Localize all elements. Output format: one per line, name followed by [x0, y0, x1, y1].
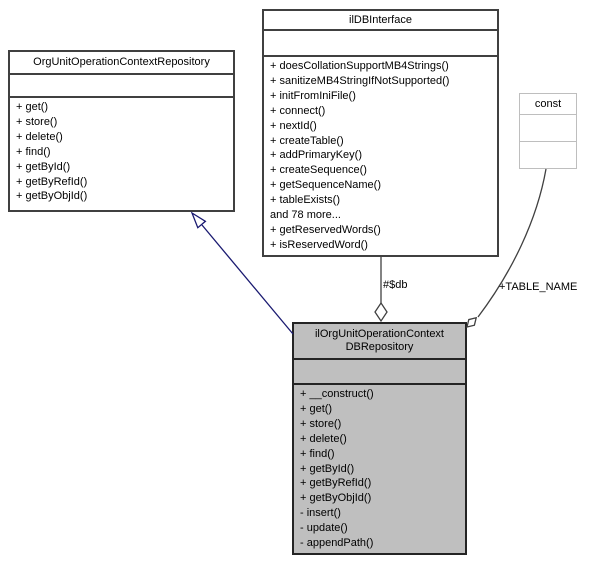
method-item: + getByObjId()	[300, 492, 372, 505]
method-item: + find()	[300, 447, 335, 460]
method-item: + getReservedWords()	[270, 223, 381, 236]
class-title: ilOrgUnitOperationContext DBRepository	[294, 324, 465, 360]
methods-compartment	[520, 142, 576, 168]
attributes-compartment	[10, 75, 233, 98]
method-item: + nextId()	[270, 119, 317, 132]
method-item: + delete()	[300, 432, 347, 445]
method-item: - update()	[300, 522, 348, 535]
method-item: + connect()	[270, 104, 326, 117]
class-title: const	[520, 94, 576, 115]
methods-compartment: + get() + store() + delete() + find() + getB…	[10, 98, 233, 204]
method-item: + __construct()	[300, 388, 374, 400]
method-item: + tableExists()	[270, 194, 340, 207]
method-item: + getById()	[300, 462, 355, 475]
edge-label-db: #$db	[383, 279, 408, 291]
method-item: + createSequence()	[270, 164, 367, 177]
class-box-ilorgunitoperationcontextdbrepository: ilOrgUnitOperationContext DBRepository +…	[292, 322, 467, 555]
method-item: + getById()	[16, 160, 71, 173]
class-box-ildbinterface[interactable]: ilDBInterface + doesCollationSupportMB4S…	[262, 9, 499, 257]
method-item: + getByRefId()	[300, 477, 372, 490]
method-item: - insert()	[300, 507, 341, 520]
attributes-compartment	[294, 360, 465, 385]
method-item: + delete()	[16, 130, 63, 143]
method-item: + sanitizeMB4StringIfNotSupported()	[270, 74, 450, 87]
class-title: ilDBInterface	[264, 11, 497, 31]
class-box-orgunitoperationcontextrepository[interactable]: OrgUnitOperationContextRepository + get(…	[8, 50, 235, 212]
edge-label-table-name: +TABLE_NAME	[499, 281, 578, 293]
method-item: + get()	[300, 402, 333, 415]
method-item: and 78 more...	[270, 209, 341, 222]
methods-compartment: + __construct() + get() + store() + delete(…	[294, 385, 465, 551]
class-box-const: const	[519, 93, 577, 169]
method-item: + getSequenceName()	[270, 179, 381, 192]
class-title: OrgUnitOperationContextRepository	[10, 52, 233, 75]
methods-compartment: + doesCollationSupportMB4Strings() + sani…	[264, 57, 497, 253]
method-item: + find()	[16, 145, 51, 158]
method-item: + getByObjId()	[16, 190, 88, 203]
inheritance-arrowhead-icon	[190, 211, 207, 229]
method-item: + getByRefId()	[16, 175, 88, 188]
method-item: + initFromIniFile()	[270, 89, 356, 102]
method-item: + get()	[16, 101, 49, 113]
aggregation-diamond-table-name-icon	[466, 316, 478, 328]
method-item: - appendPath()	[300, 537, 374, 550]
attributes-compartment	[264, 31, 497, 57]
method-item: + store()	[16, 115, 58, 128]
method-item: + createTable()	[270, 134, 344, 147]
method-item: + doesCollationSupportMB4Strings()	[270, 60, 449, 72]
method-item: + store()	[300, 417, 342, 430]
method-item: + addPrimaryKey()	[270, 149, 363, 162]
attributes-compartment	[520, 115, 576, 142]
aggregation-diamond-db-icon	[374, 301, 388, 323]
method-item: + isReservedWord()	[270, 238, 368, 251]
